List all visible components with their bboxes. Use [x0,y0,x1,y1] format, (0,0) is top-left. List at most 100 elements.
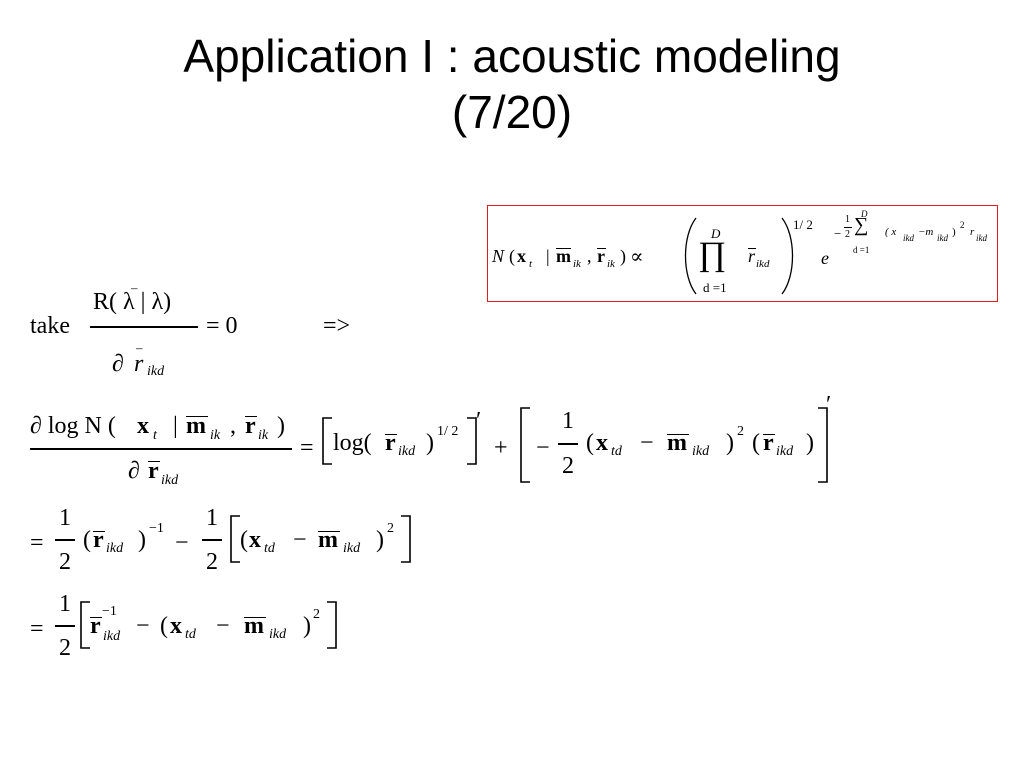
formula-r-sub: ik [607,258,615,270]
eq2-m-overline [186,416,208,418]
formula-exp-sq: 2 [960,220,965,230]
eq1-denom-r: r [134,351,144,377]
eq4-minus-2: − [216,613,230,639]
eq2-minus-2: − [640,430,654,456]
formula-x: x [517,246,526,266]
formula-m-overline [556,248,571,250]
slide-title: Application I : acoustic modeling (7/20) [0,28,1024,140]
eq2-m: m [186,413,206,439]
eq1-r-bar-mark: – [136,340,143,355]
formula-r2: r [748,246,756,266]
formula-r2-overline [748,248,756,250]
formula-r: r [597,246,605,266]
eq4-x: x [170,613,182,639]
eq4-right-bracket [327,601,337,649]
eq2-given: | [173,413,178,439]
eq2-frac-two: 2 [562,453,574,479]
eq3-r-open: ( [83,527,91,553]
formula-big-right-paren [781,217,794,295]
eq2-r2: r [385,430,396,456]
formula-exp-m-sub: ikd [937,233,948,243]
eq3-r-overline [93,531,105,533]
eq2-comma: , [230,413,236,439]
eq2-close-paren-2: ) [426,430,434,456]
eq2-r3-close: ) [806,430,814,456]
eq4-half-bar [55,625,75,627]
formula-m: m [556,246,571,266]
formula-box-border [487,205,998,302]
slide-title-line2: (7/20) [451,86,573,138]
formula-propto: ∝ [630,246,644,268]
eq4-equals: = [30,616,44,642]
eq4-r: r [90,613,101,639]
eq2-log: log( [333,430,372,456]
eq2-x2-sub: td [611,444,622,459]
eq4-inverse: −1 [102,604,117,619]
eq2-half-power: 1/ 2 [437,424,459,439]
eq3-x-sub: td [264,541,275,556]
eq3-half-bar [55,539,75,541]
eq3-frac-two-2: 2 [206,549,218,575]
eq2-den-r: r [148,458,159,484]
eq4-m-overline [244,617,266,619]
formula-exp-one: 1 [845,214,850,225]
formula-sum-upper: D [861,209,868,219]
eq3-m: m [318,527,338,553]
eq2-fraction-bar [30,448,292,450]
eq3-r-sub: ikd [106,541,124,556]
formula-close-paren: ) [620,246,626,266]
eq2-left-bracket-1 [322,417,332,465]
eq4-r-overline [90,617,102,619]
eq3-half-bar-2 [202,539,222,541]
eq3-frac-two: 2 [59,549,71,575]
eq3-minus-2: − [293,527,307,553]
eq3-right-bracket [401,515,411,563]
eq2-r3-open: ( [752,430,760,456]
eq2-m2-sub: ikd [692,444,710,459]
eq2-half-bar [558,443,578,445]
eq2-r-overline [245,416,257,418]
eq4-x-sub: td [185,627,196,642]
eq1-lambda-bar-mark: – [131,280,138,295]
eq3-close: ) [376,527,384,553]
eq4-sq: 2 [313,607,320,622]
formula-exp-x: ( x [885,226,897,238]
eq3-m-sub: ikd [343,541,361,556]
eq2-den-r-overline [148,461,160,463]
eq2-prime-2: ′ [826,392,832,418]
formula-prod-upper: D [711,226,721,241]
eq2-minus: − [536,435,550,461]
eq1-denom-partial: ∂ [112,351,124,377]
eq2-close-paren: ) [277,413,285,439]
eq4-x-open: ( [160,613,168,639]
formula-r2-sub: ikd [756,258,770,270]
eq2-prime-1: ′ [476,408,482,434]
eq1-numerator: R( λ | λ) [93,289,172,315]
eq2-m2: m [667,430,687,456]
eq3-frac-one-2: 1 [206,505,218,531]
formula-open-paren: ( [509,246,515,266]
eq2-x-open: ( [586,430,594,456]
formula-prod-lower: d =1 [703,280,727,295]
eq2-frac-one: 1 [562,408,574,434]
eq3-left-bracket [230,515,240,563]
formula-e: e [821,248,829,268]
eq1-arrow: => [323,313,351,339]
eq2-x-sub: t [153,428,157,443]
formula-r-overline [597,248,606,250]
eq2-num-partial-log: ∂ log N ( [30,413,116,439]
eq3-sq: 2 [387,521,394,536]
formula-half-power: 1/ 2 [793,217,813,232]
eq1-denom-sub: ikd [147,364,165,379]
formula-exp-m: −m [918,226,934,238]
eq4-minus: − [136,613,150,639]
eq2-r-sub: ik [258,428,269,443]
eq1-take-label: take [30,313,70,339]
eq2-r: r [245,413,256,439]
eq2-plus: + [494,435,508,461]
eq3-equals: = [30,530,44,556]
formula-N: N [492,246,505,266]
slide-title-line1: Application I : acoustic modeling [183,30,841,82]
eq3-minus: − [175,530,189,556]
formula-exp-minus: − [834,226,842,241]
